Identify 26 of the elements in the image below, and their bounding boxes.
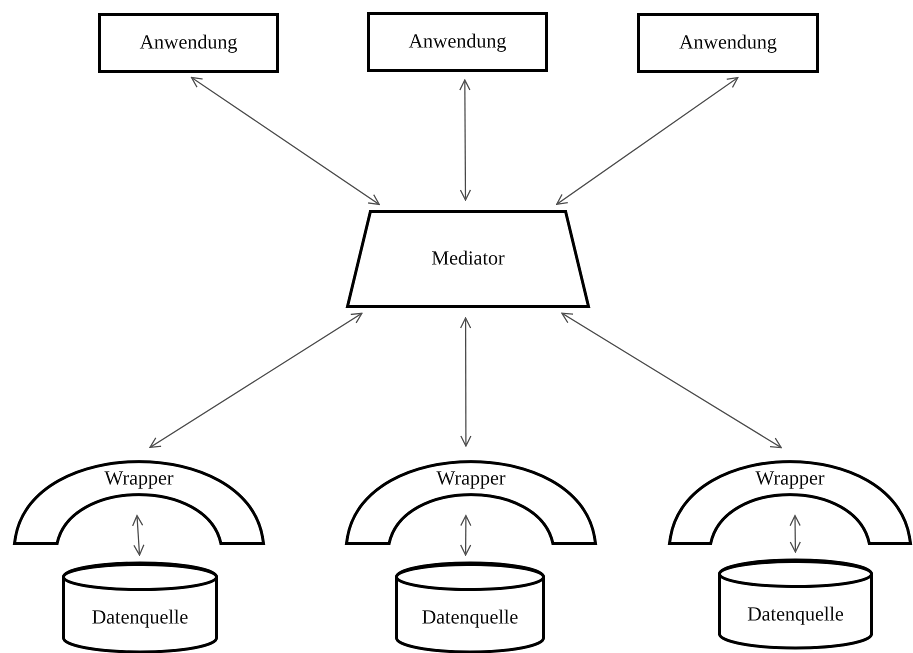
node-label: Wrapper [755,468,825,491]
application-box [98,13,279,73]
node-label: Anwendung [140,32,238,54]
double-arrow [789,514,801,553]
node-label: Anwendung [408,30,506,54]
node-label: Wrapper [104,468,174,491]
node-label: Anwendung [679,32,777,54]
node-label: Datenquelle [92,606,188,630]
node-label: Mediator [431,248,505,270]
double-arrow [149,312,363,448]
double-arrow [556,76,738,205]
application-box [637,13,819,73]
double-arrow [132,514,144,556]
double-arrow [460,317,472,447]
double-arrow [190,76,380,206]
database-cylinder [718,560,873,648]
double-arrow [561,312,782,448]
node-label: Datenquelle [422,606,518,630]
database-cylinder [62,563,218,652]
mediator-trapezoid [346,210,590,308]
application-box [367,12,548,72]
node-label: Wrapper [436,468,506,491]
double-arrow [459,79,472,201]
node-label: Datenquelle [747,603,844,626]
double-arrow [460,514,472,556]
database-cylinder [395,563,545,652]
